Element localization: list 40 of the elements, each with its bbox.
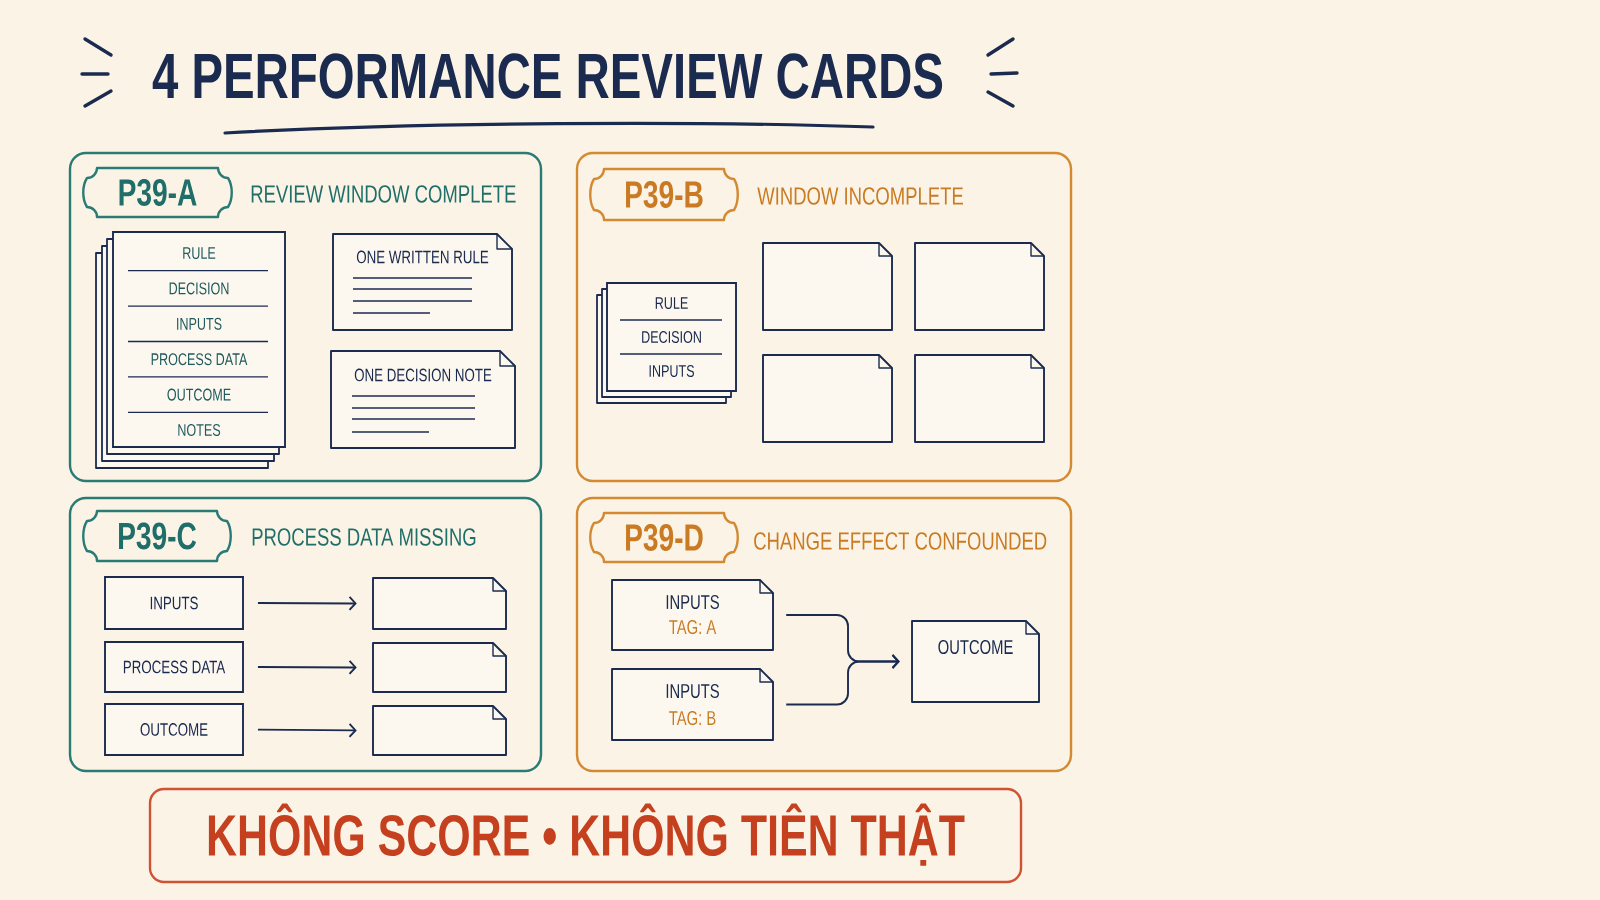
record-card-stack xyxy=(596,282,737,404)
blank-document xyxy=(372,577,507,630)
blank-document xyxy=(372,705,507,756)
field-label: RULE xyxy=(183,247,216,260)
field-label: OUTCOME xyxy=(167,388,231,401)
code-badge: P39-A xyxy=(82,166,233,219)
field-label: INPUTS xyxy=(649,365,694,378)
document-card: ONE WRITTEN RULE xyxy=(332,233,513,331)
label-box: PROCESS DATA xyxy=(104,641,244,693)
arrow xyxy=(257,722,357,738)
field-label: INPUTS xyxy=(177,317,222,330)
code-badge: P39-B xyxy=(589,167,739,222)
code-badge: P39-D xyxy=(589,511,739,564)
panel-heading: WINDOW INCOMPLETE xyxy=(757,187,963,205)
document-card: INPUTS TAG: A xyxy=(611,579,774,651)
field-label: RULE xyxy=(655,297,688,310)
label-box: INPUTS xyxy=(104,576,244,630)
blank-document xyxy=(762,242,893,331)
panel-heading: REVIEW WINDOW COMPLETE xyxy=(251,185,516,203)
title: 4 PERFORMANCE REVIEW CARDS xyxy=(152,53,943,99)
label-box: OUTCOME xyxy=(104,703,244,756)
arrow xyxy=(257,659,357,675)
code-badge: P39-C xyxy=(82,509,232,563)
blank-document xyxy=(372,642,507,693)
document-card: OUTCOME xyxy=(911,620,1040,703)
field-label: DECISION xyxy=(642,331,701,344)
blank-document xyxy=(914,354,1045,443)
panel-heading: CHANGE EFFECT CONFOUNDED xyxy=(754,532,1047,550)
blank-document xyxy=(914,242,1045,331)
field-label: NOTES xyxy=(178,424,221,437)
document-card: INPUTS TAG: B xyxy=(611,668,774,741)
document-card: ONE DECISION NOTE xyxy=(330,350,516,449)
panel-heading: PROCESS DATA MISSING xyxy=(252,528,476,546)
record-card-stack xyxy=(95,231,286,469)
arrow xyxy=(785,654,900,706)
field-label: PROCESS DATA xyxy=(151,353,248,366)
note-banner: KHÔNG SCORE • KHÔNG TIÊN THẬT xyxy=(148,787,1023,884)
blank-document xyxy=(762,354,893,443)
arrow xyxy=(257,595,357,611)
field-label: DECISION xyxy=(169,282,229,295)
